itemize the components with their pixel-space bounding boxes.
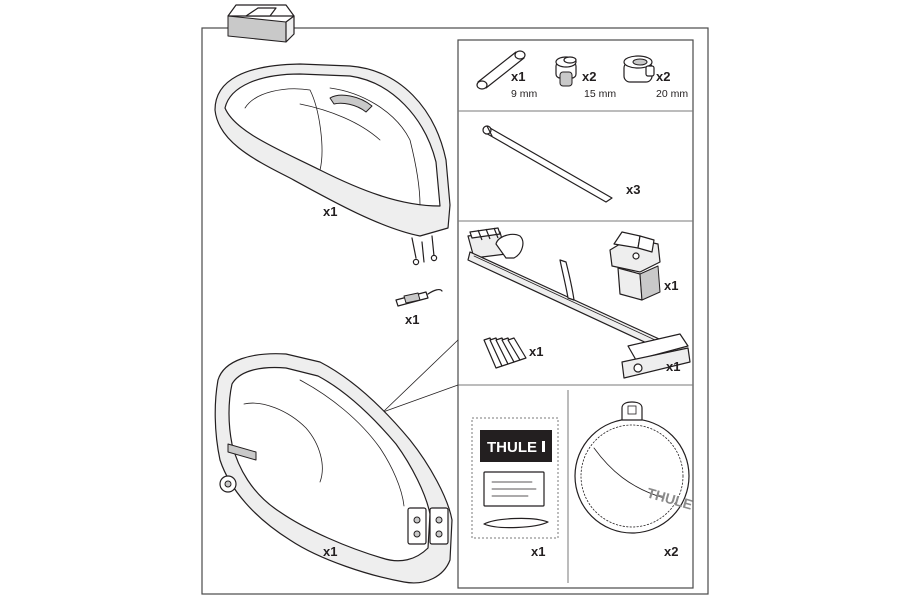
adapter-20mm-qty: x2 [656,69,670,84]
pin-qty: x1 [511,69,525,84]
adapter-15mm-qty: x2 [582,69,596,84]
inner-panel [457,39,694,589]
thru-axle-pin-icon [476,50,526,90]
bike-mount-icon [467,227,691,379]
manual-qty: x1 [531,544,545,559]
logo-mark [542,441,545,452]
adapter-20mm-icon [623,55,655,83]
adapter-20mm-size: 20 mm [656,88,688,100]
info-card-icon [483,471,545,507]
case-base [214,353,453,584]
manual-dashed-frame [471,417,559,539]
strap-qty: x1 [405,312,419,327]
skewer-qty: x3 [626,182,640,197]
wheel-bag-icon [574,401,690,534]
fork-block-qty: x1 [664,278,678,293]
mount-qty: x1 [666,359,680,374]
thule-logo-text: THULE [487,439,537,456]
thule-logo-block [480,430,552,462]
wheel-bag-qty: x2 [664,544,678,559]
outer-frame [201,27,709,595]
pads-icon [483,337,527,369]
strap-icon [395,288,443,307]
adapter-15mm-size: 15 mm [584,88,616,100]
pads-qty: x1 [529,344,543,359]
fork-block-icon [609,231,661,301]
skewer-icon [482,125,613,203]
case-lid [214,63,451,266]
rubber-band-icon [483,517,549,529]
callout-line-top [382,339,459,413]
base-case-qty: x1 [323,544,337,559]
box-icon [227,4,295,43]
pin-size: 9 mm [511,88,538,100]
adapter-15mm-icon [555,56,577,87]
lid-qty: x1 [323,204,337,219]
callout-line-bottom [382,384,459,413]
